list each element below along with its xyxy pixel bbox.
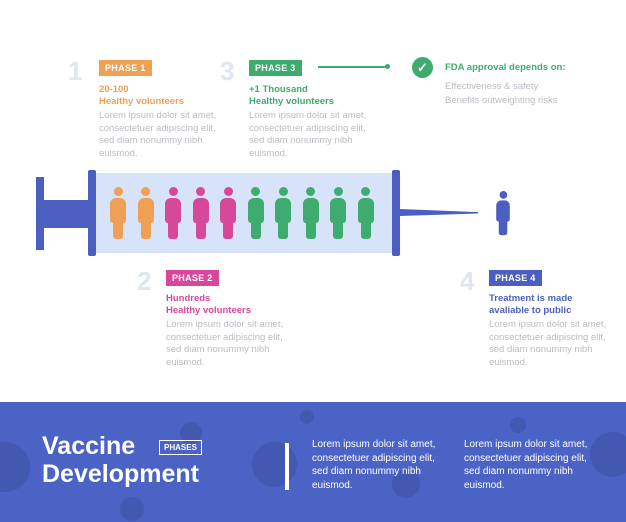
- person-icon: [329, 187, 347, 241]
- headline-line: 20-100: [99, 84, 129, 95]
- phase-3-badge: PHASE 3: [249, 60, 302, 76]
- person-icon: [357, 187, 375, 241]
- phase-2-text: Lorem ipsum dolor sit amet, consectetuer…: [166, 319, 284, 368]
- person-icon: [219, 187, 237, 241]
- person-icon: [495, 191, 510, 237]
- title-line: Development: [42, 460, 199, 488]
- phase-2-badge: PHASE 2: [166, 270, 219, 286]
- fda-item: Effectiveness & safety: [445, 81, 539, 92]
- footer-banner: Vaccine Development PHASES Lorem ipsum d…: [0, 402, 626, 522]
- divider: [285, 443, 289, 490]
- person-icon: [247, 187, 265, 241]
- headline-line: Treatment is made: [489, 293, 573, 304]
- footer-text-1: Lorem ipsum dolor sit amet, consectetuer…: [312, 439, 436, 491]
- virus-icon: [180, 422, 202, 444]
- plunger-rod: [44, 200, 90, 228]
- syringe-needle: [400, 209, 478, 216]
- person-icon: [164, 187, 182, 241]
- headline-line: Healthy volunteers: [99, 96, 184, 107]
- title-line: Vaccine: [42, 432, 136, 460]
- fda-title: FDA approval depends on:: [445, 62, 566, 73]
- headline-line: Hundreds: [166, 293, 211, 304]
- phase-1-text: Lorem ipsum dolor sit amet, consectetuer…: [99, 110, 217, 159]
- virus-icon: [392, 470, 420, 498]
- fda-item: Benefits outweighting risks: [445, 95, 558, 106]
- person-icon: [302, 187, 320, 241]
- person-icon: [192, 187, 210, 241]
- virus-icon: [0, 442, 30, 492]
- person-icon: [109, 187, 127, 241]
- plunger-handle: [36, 177, 44, 250]
- person-icon: [137, 187, 155, 241]
- phase-4-text: Lorem ipsum dolor sit amet, consectetuer…: [489, 319, 607, 368]
- phases-badge: PHASES: [159, 440, 202, 455]
- check-icon: ✓: [412, 57, 433, 78]
- phase-2-number: 2: [137, 266, 152, 296]
- phase-4-badge: PHASE 4: [489, 270, 542, 286]
- headline-line: +1 Thousand: [249, 84, 308, 95]
- arrow-dot-icon: [385, 64, 390, 69]
- footer-title: Vaccine Development: [42, 432, 199, 488]
- barrel-flange-right: [392, 170, 400, 256]
- virus-icon: [590, 432, 626, 477]
- headline-line: Healthy volunteers: [249, 96, 334, 107]
- arrow-line: [318, 66, 388, 68]
- phase-3-text: Lorem ipsum dolor sit amet, consectetuer…: [249, 110, 367, 159]
- phase-4-number: 4: [460, 266, 475, 296]
- barrel-flange-left: [88, 170, 96, 256]
- virus-icon: [252, 442, 297, 487]
- headline-line: avaliable to public: [489, 305, 572, 316]
- virus-icon: [510, 417, 526, 433]
- phase-1-badge: PHASE 1: [99, 60, 152, 76]
- headline-line: Healthy volunteers: [166, 305, 251, 316]
- virus-icon: [300, 410, 314, 424]
- phase-3-number: 3: [220, 56, 235, 86]
- footer-text-2: Lorem ipsum dolor sit amet, consectetuer…: [464, 439, 588, 491]
- person-icon: [274, 187, 292, 241]
- virus-icon: [120, 497, 144, 521]
- phase-1-number: 1: [68, 56, 83, 86]
